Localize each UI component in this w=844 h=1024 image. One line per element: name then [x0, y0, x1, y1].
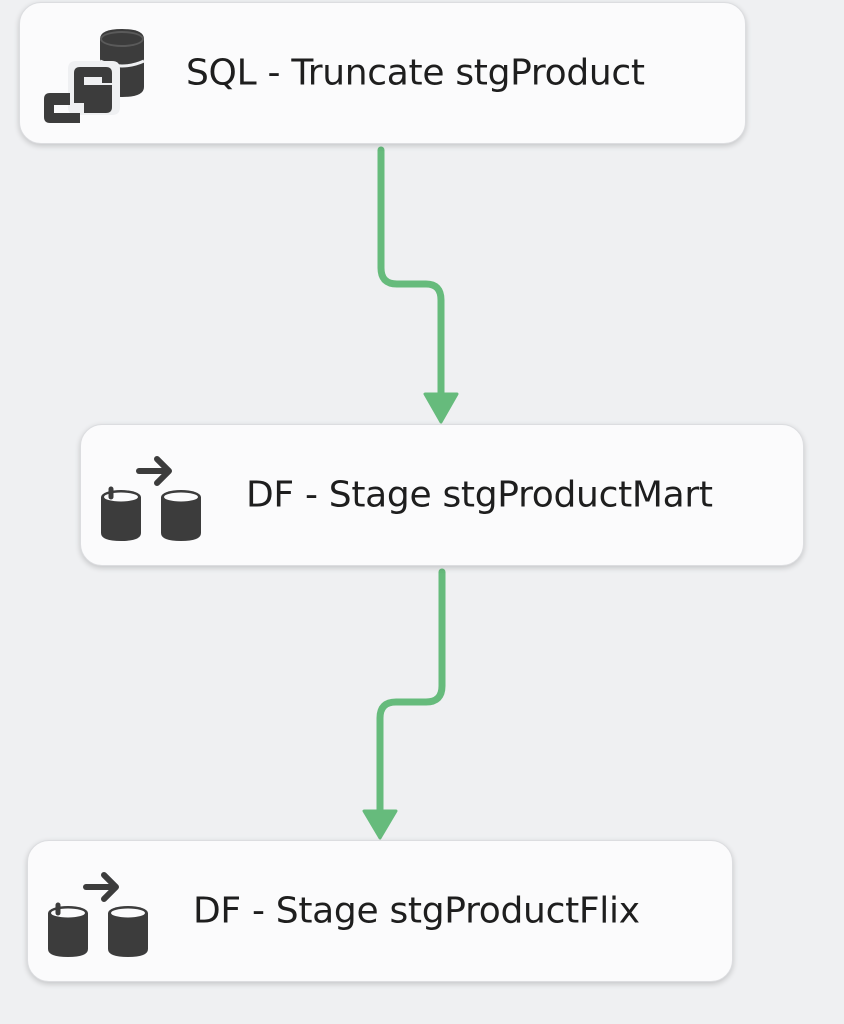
- task-df-stage-stgproductflix[interactable]: DF - Stage stgProductFlix: [27, 840, 733, 982]
- task-sql-truncate-stgproduct[interactable]: SQL - Truncate stgProduct: [19, 2, 746, 144]
- task-label: SQL - Truncate stgProduct: [186, 52, 645, 94]
- success-arrowhead: [362, 809, 398, 840]
- connector-sql-to-mart[interactable]: [377, 146, 459, 424]
- data-flow-icon: [46, 869, 156, 969]
- task-label: DF - Stage stgProductMart: [246, 474, 713, 516]
- task-df-stage-stgproductmart[interactable]: DF - Stage stgProductMart: [80, 424, 804, 566]
- connector-mart-to-flix[interactable]: [362, 568, 446, 840]
- execute-sql-icon: [40, 25, 150, 125]
- data-flow-icon: [99, 453, 209, 553]
- success-arrowhead: [423, 392, 459, 424]
- task-label: DF - Stage stgProductFlix: [193, 890, 640, 932]
